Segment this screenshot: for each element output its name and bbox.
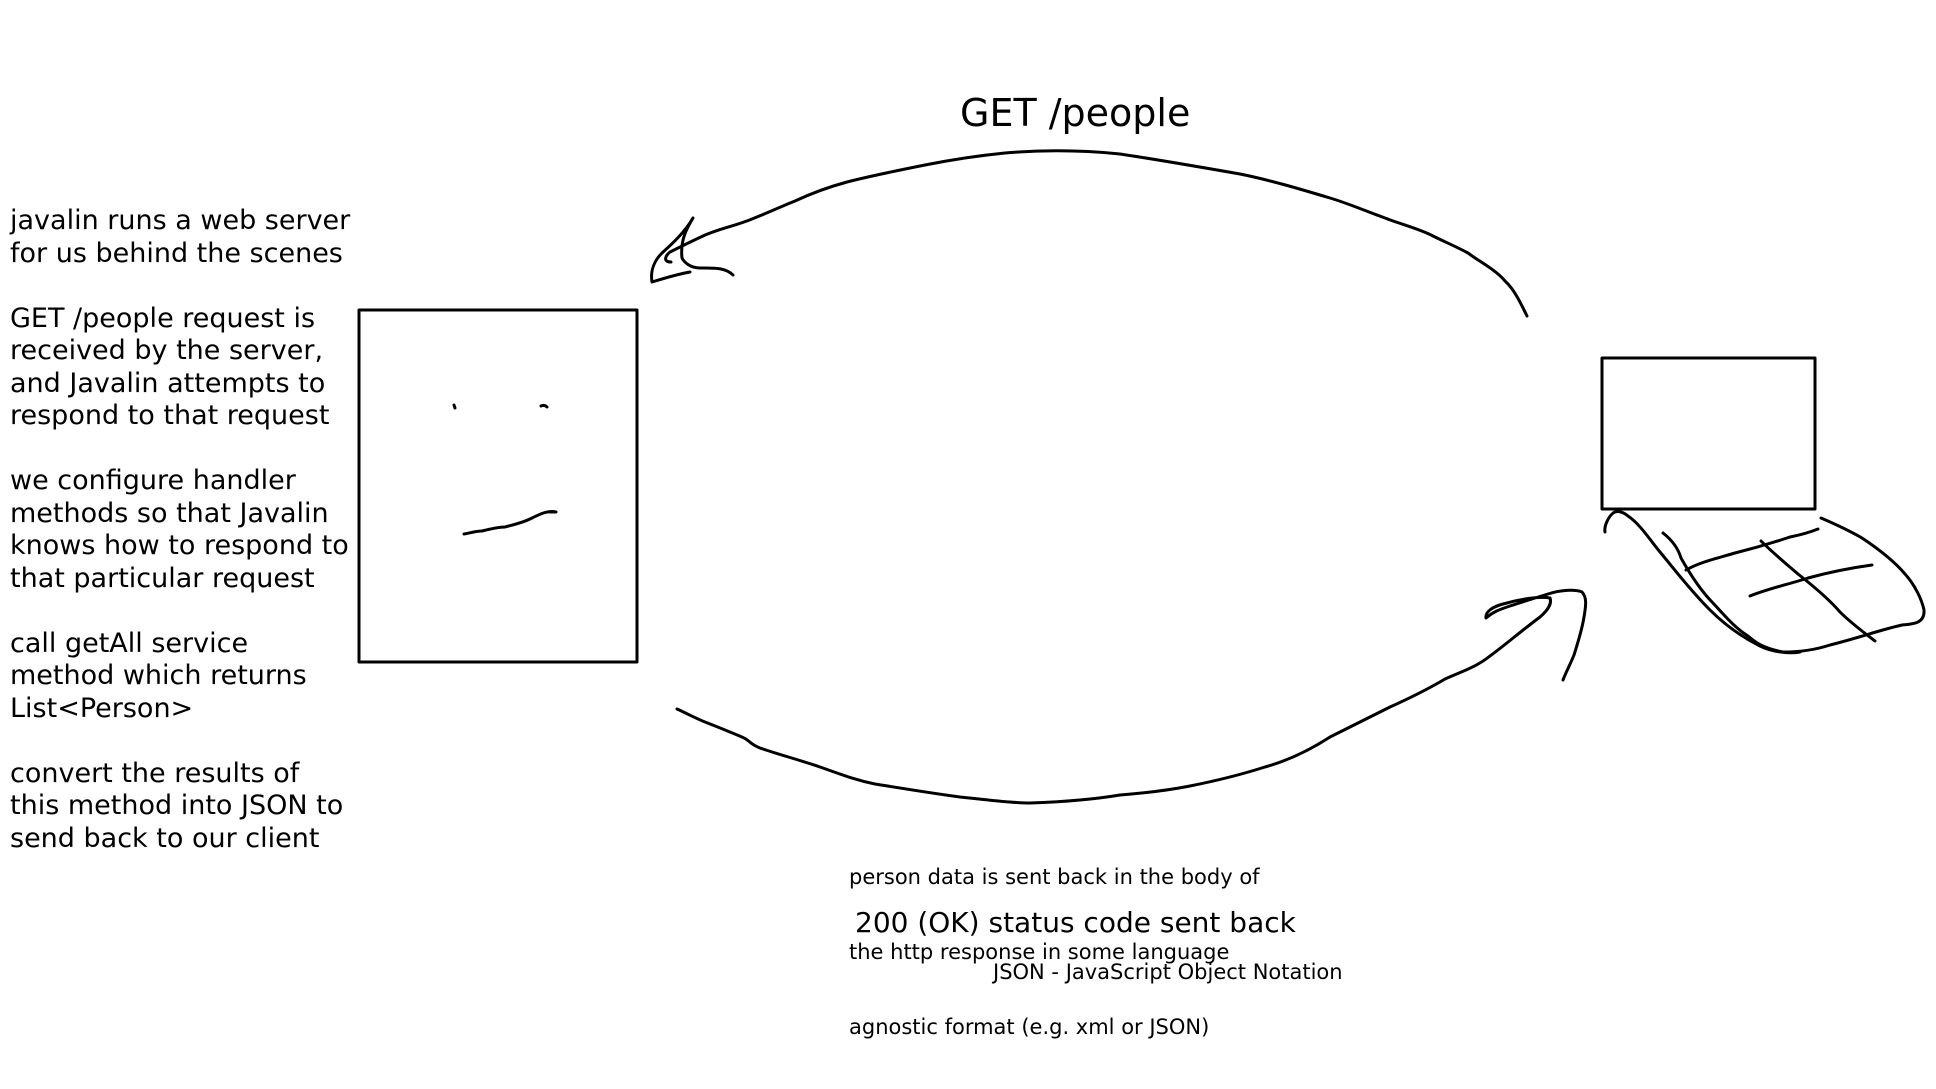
- laptop-key-col-1: [1759, 539, 1877, 643]
- note-line: GET /people request is: [10, 302, 316, 334]
- note-line: received by the server,: [10, 335, 324, 366]
- note-line: respond to that request: [10, 400, 330, 431]
- request-arrowhead: [650, 216, 735, 284]
- note-line: knows how to respond to: [10, 530, 349, 561]
- note-line: and Javalin attempts to: [10, 367, 326, 399]
- laptop-key-row-2: [1748, 563, 1874, 598]
- note-line: call getAll service: [10, 627, 249, 659]
- laptop-base: [1661, 516, 1926, 654]
- json-definition-label: JSON - JavaScript Object Notation: [993, 960, 1343, 984]
- note-line: method which returns: [10, 660, 307, 691]
- server-right-eye: [539, 403, 549, 409]
- server-box: [357, 308, 639, 664]
- laptop-hinge: [1603, 510, 1802, 655]
- server-left-eye: [452, 403, 457, 410]
- note-gap: [10, 725, 350, 758]
- note-line: for us behind the scenes: [10, 237, 343, 269]
- note-line: we configure handler: [10, 465, 296, 496]
- note-gap: [10, 433, 350, 466]
- note-line: this method into JSON to: [10, 790, 344, 821]
- note-gap: [10, 270, 350, 303]
- response-body-note-line: agnostic format (e.g. xml or JSON): [849, 1015, 1210, 1039]
- response-body-note-line: the http response in some language: [849, 940, 1230, 964]
- response-body-note-line: person data is sent back in the body of: [849, 865, 1260, 889]
- note-line: send back to our client: [10, 822, 320, 854]
- request-arrow: [664, 149, 1529, 318]
- note-line: List<Person>: [10, 692, 194, 724]
- request-label: GET /people: [960, 91, 1191, 135]
- response-arrowhead: [1484, 588, 1588, 682]
- note-line: convert the results of: [10, 757, 300, 789]
- server-notes: javalin runs a web server for us behind …: [10, 205, 350, 855]
- status-code-label: 200 (OK) status code sent back: [855, 906, 1296, 939]
- laptop-screen: [1600, 356, 1817, 511]
- response-arrow: [675, 596, 1552, 805]
- laptop-key-row-1: [1684, 527, 1820, 572]
- note-gap: [10, 595, 350, 628]
- server-mouth: [462, 510, 558, 536]
- note-line: javalin runs a web server: [10, 205, 351, 236]
- note-line: methods so that Javalin: [10, 497, 329, 529]
- note-line: that particular request: [10, 562, 315, 594]
- response-body-note: person data is sent back in the body of …: [849, 815, 1260, 1089]
